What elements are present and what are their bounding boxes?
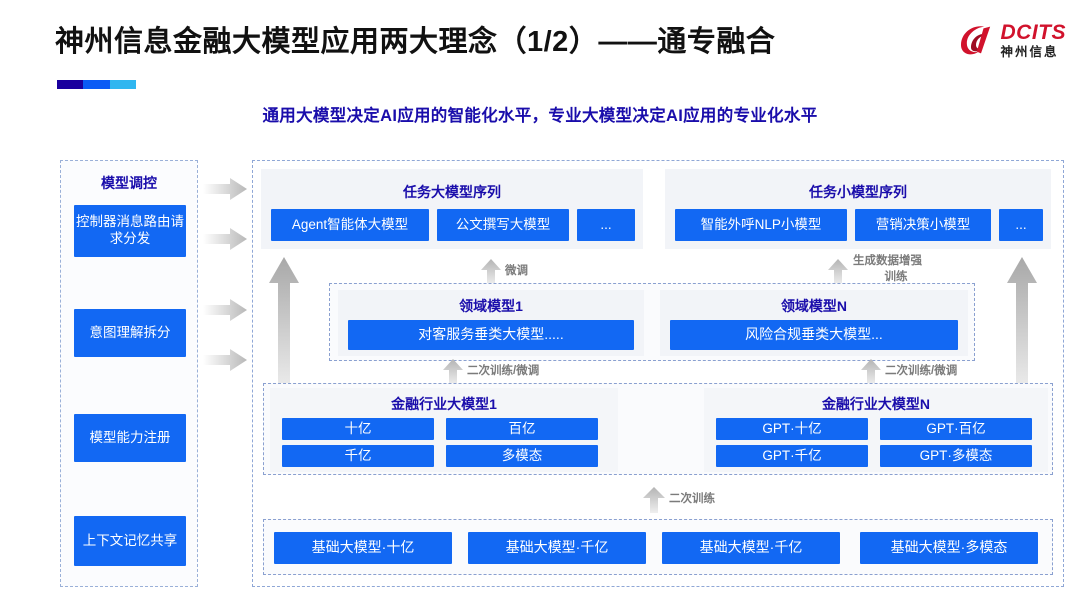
sidebar-item-intent-parsing[interactable]: 意图理解拆分 <box>74 309 186 357</box>
right-arrow-icon <box>203 349 247 371</box>
task-small-model-title: 任务小模型序列 <box>809 184 907 200</box>
finance-industry-model-1: 金融行业大模型1 十亿 百亿 千亿 多模态 <box>270 388 618 472</box>
model-control-title: 模型调控 <box>101 175 157 191</box>
sidebar-item-capability-registry[interactable]: 模型能力注册 <box>74 414 186 462</box>
domain-model-1: 领域模型1 对客服务垂类大模型..... <box>338 290 644 356</box>
model-chip-more[interactable]: ... <box>999 209 1043 241</box>
flow-label-retrain-bottom: 二次训练 <box>669 493 715 505</box>
dcits-logo: DCITS 神州信息 <box>956 20 1067 60</box>
base-chip-multimodal[interactable]: 基础大模型·多模态 <box>860 532 1038 564</box>
domain-model-1-title: 领域模型1 <box>459 298 523 314</box>
up-arrow-icon <box>643 487 665 513</box>
finance-chip-gpt-ten-billion[interactable]: GPT·百亿 <box>880 418 1032 440</box>
dcits-swirl-icon <box>960 26 990 55</box>
finance-chip-gpt-billion[interactable]: GPT·十亿 <box>716 418 868 440</box>
task-large-model-sequence: 任务大模型序列 Agent智能体大模型 公文撰写大模型 ... <box>261 169 643 249</box>
finance-chip-gpt-multimodal[interactable]: GPT·多模态 <box>880 445 1032 467</box>
base-chip-billion[interactable]: 基础大模型·十亿 <box>274 532 452 564</box>
domain-model-n-title: 领域模型N <box>780 298 848 314</box>
domain-chip-risk-compliance[interactable]: 风险合规垂类大模型... <box>670 320 958 350</box>
finance-chip-hundred-billion[interactable]: 千亿 <box>282 445 434 467</box>
sidebar-item-controller-routing[interactable]: 控制器消息路由请求分发 <box>74 205 186 257</box>
sidebar-item-context-memory[interactable]: 上下文记忆共享 <box>74 516 186 566</box>
logo-en-label: DCITS <box>1000 20 1066 44</box>
up-arrow-icon <box>1007 257 1037 391</box>
page-subtitle: 通用大模型决定AI应用的智能化水平，专业大模型决定AI应用的专业化水平 <box>262 107 818 125</box>
finance-chip-gpt-hundred-billion[interactable]: GPT·千亿 <box>716 445 868 467</box>
title-accent-bar <box>57 80 136 89</box>
model-chip-more[interactable]: ... <box>577 209 635 241</box>
logo-cn-label: 神州信息 <box>1000 44 1059 59</box>
right-arrow-icon <box>203 178 247 200</box>
base-model-panel: 基础大模型·十亿 基础大模型·千亿 基础大模型·千亿 基础大模型·多模态 <box>263 519 1053 575</box>
base-chip-hundred-billion-a[interactable]: 基础大模型·千亿 <box>468 532 646 564</box>
finance-industry-model-n: 金融行业大模型N GPT·十亿 GPT·百亿 GPT·千亿 GPT·多模态 <box>704 388 1048 472</box>
accent-segment-2 <box>83 80 110 89</box>
finance-chip-ten-billion[interactable]: 百亿 <box>446 418 598 440</box>
logo-text: DCITS 神州信息 <box>1001 22 1067 59</box>
model-chip-marketing-decision[interactable]: 营销决策小模型 <box>855 209 991 241</box>
finance-model-1-title: 金融行业大模型1 <box>391 396 497 412</box>
flow-label-retrain-finetune-right: 二次训练/微调 <box>885 365 958 377</box>
model-chip-outbound-nlp[interactable]: 智能外呼NLP小模型 <box>675 209 847 241</box>
domain-model-panel: 领域模型1 对客服务垂类大模型..... 领域模型N 风险合规垂类大模型... <box>329 283 975 361</box>
up-arrow-icon <box>443 359 463 385</box>
finance-industry-model-panel: 金融行业大模型1 十亿 百亿 千亿 多模态 金融行业大模型N GPT·十亿 GP… <box>263 383 1053 475</box>
base-chip-hundred-billion-b[interactable]: 基础大模型·千亿 <box>662 532 840 564</box>
right-arrow-icon <box>203 299 247 321</box>
model-stack-panel: 任务大模型序列 Agent智能体大模型 公文撰写大模型 ... 任务小模型序列 … <box>252 160 1064 587</box>
task-small-model-sequence: 任务小模型序列 智能外呼NLP小模型 营销决策小模型 ... <box>665 169 1051 249</box>
page-title: 神州信息金融大模型应用两大理念（1/2）——通专融合 <box>55 26 776 58</box>
model-chip-agent[interactable]: Agent智能体大模型 <box>271 209 429 241</box>
up-arrow-icon <box>481 259 501 285</box>
finance-model-n-title: 金融行业大模型N <box>821 396 931 412</box>
accent-segment-1 <box>57 80 83 89</box>
flow-label-data-augment-line2: 训练 <box>884 271 908 283</box>
flow-label-retrain-finetune-left: 二次训练/微调 <box>467 365 540 377</box>
model-control-panel: 模型调控 控制器消息路由请求分发 意图理解拆分 模型能力注册 上下文记忆共享 <box>60 160 198 587</box>
up-arrow-icon <box>861 359 881 385</box>
task-large-model-title: 任务大模型序列 <box>403 184 501 200</box>
domain-chip-customer-service[interactable]: 对客服务垂类大模型..... <box>348 320 634 350</box>
up-arrow-icon <box>828 259 848 285</box>
up-arrow-icon <box>269 257 299 391</box>
accent-segment-3 <box>110 80 136 89</box>
flow-label-data-augment-line1: 生成数据增强 <box>853 255 922 267</box>
finance-chip-billion[interactable]: 十亿 <box>282 418 434 440</box>
domain-model-n: 领域模型N 风险合规垂类大模型... <box>660 290 968 356</box>
flow-label-finetune: 微调 <box>505 265 528 277</box>
model-chip-document-writing[interactable]: 公文撰写大模型 <box>437 209 569 241</box>
right-arrow-icon <box>203 228 247 250</box>
finance-chip-multimodal[interactable]: 多模态 <box>446 445 598 467</box>
